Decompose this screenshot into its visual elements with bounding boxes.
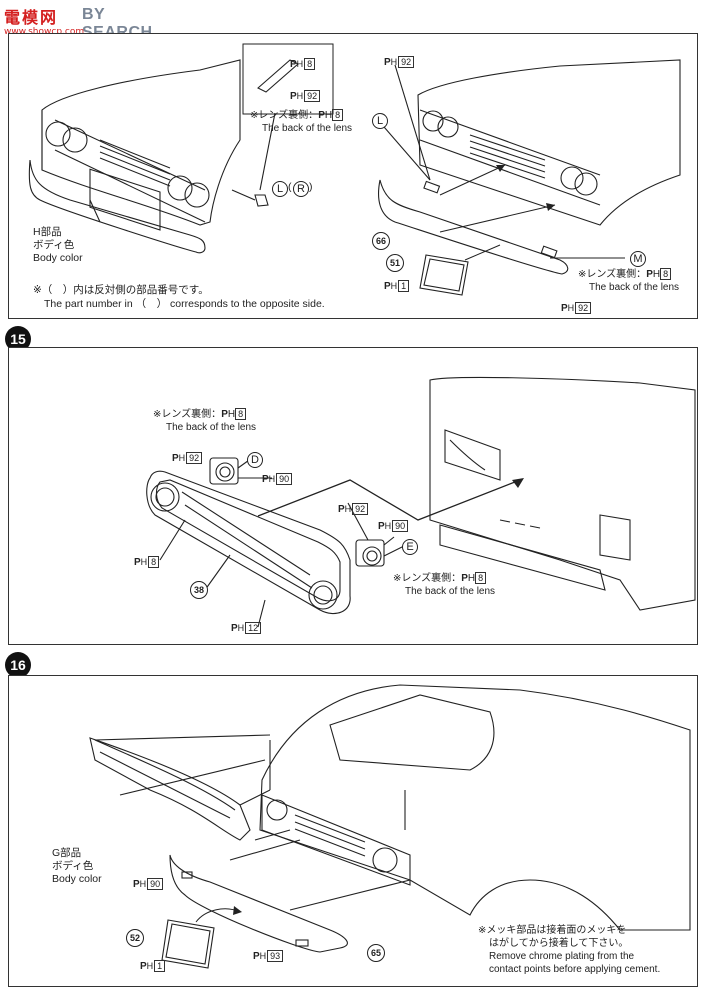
part-65: 65 (367, 944, 385, 962)
part-D-marker: D (247, 452, 263, 468)
part-52: 52 (126, 929, 144, 947)
s15-lens-note-en: The back of the lens (166, 422, 257, 433)
g-body-color-en: Body color (52, 873, 102, 885)
part-L-marker: L (272, 181, 288, 197)
chrome-note-jp-2: はがしてから接着して下さい。 (489, 938, 629, 949)
step-15-panel (8, 347, 698, 645)
part-M-marker: M (630, 251, 646, 267)
part-R-marker: R (293, 181, 309, 197)
g-body-color-jp: ボディ色 (52, 860, 94, 872)
chrome-note-en-1: Remove chrome plating from the (489, 951, 635, 962)
part-38: 38 (190, 581, 208, 599)
part-66: 66 (372, 232, 390, 250)
chrome-note-en-2: contact points before applying cement. (489, 964, 661, 975)
g-parts-label: G部品 (52, 847, 82, 859)
s15-lens-note2-en: The back of the lens (405, 586, 496, 597)
chrome-note-jp-1: ※メッキ部品は接着面のメッキを (478, 925, 627, 936)
lens-note-right-en: The back of the lens (589, 282, 680, 293)
part-E-marker: E (402, 539, 418, 555)
watermark-url: www.showcp.com (4, 27, 85, 37)
step-16-number: 16 (5, 652, 31, 678)
h-body-color-jp: ボディ色 (33, 239, 75, 251)
opposite-note-en: The part number in （ ） corresponds to th… (44, 298, 325, 310)
part-51: 51 (386, 254, 404, 272)
paren-open: ( (288, 181, 292, 193)
watermark-logo: 電模网 (4, 8, 59, 27)
h-body-color-en: Body color (33, 252, 83, 264)
h-parts-label: H部品 (33, 226, 62, 238)
part-L-right: L (372, 113, 388, 129)
opposite-note-jp: ※（ ）内は反対側の部品番号です。 (33, 284, 209, 296)
lens-note-en: The back of the lens (262, 123, 353, 134)
paren-close: ) (309, 181, 313, 193)
